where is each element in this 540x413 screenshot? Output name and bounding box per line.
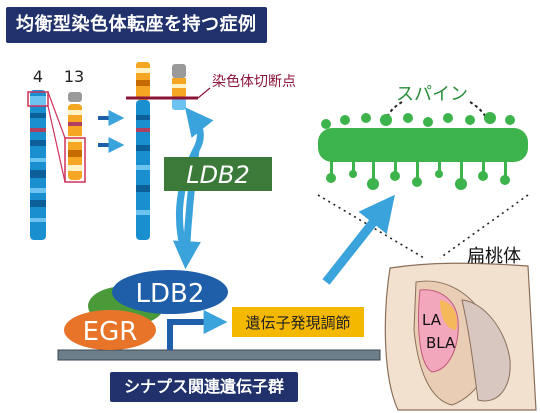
transcription-arrow: [167, 310, 228, 350]
chromosome-13-highlight: [64, 137, 86, 183]
amygdala-title: 扁桃体: [467, 246, 521, 267]
amygdala-section: [384, 262, 537, 411]
chromosome-13-label: 13: [64, 67, 84, 86]
egr-protein: [64, 310, 156, 350]
bottom-banner: シナプス関連遺伝子群: [110, 372, 299, 402]
chromosome-4-label: 4: [33, 67, 43, 86]
amygdala-la-label: LA: [422, 311, 442, 329]
zoom-lines: [47, 91, 66, 183]
derivative-chromosome-2: [172, 64, 186, 110]
chromosome-13: [68, 92, 82, 180]
chromosome-4-highlight: [27, 91, 49, 107]
chromosome-4: [30, 90, 46, 240]
regulation-to-spine-arrow: [322, 194, 395, 285]
ldb2-protein: [112, 270, 228, 314]
dendrite-with-spines: [318, 112, 528, 190]
title-banner: 均衡型染色体転座を持つ症例: [6, 7, 267, 43]
breakpoint-label: 染色体切断点: [212, 73, 296, 90]
ldb2-protein-label: LDB2: [136, 279, 205, 309]
derivative-chromosome-1: [136, 62, 150, 240]
ldb2-arrow-label: LDB2: [186, 161, 250, 189]
ldb2-arrow-label-box: [164, 157, 272, 191]
expression-box-label: 遺伝子発現調節: [245, 314, 350, 332]
amygdala-bla-label: BLA: [426, 334, 456, 352]
breakpoint-leader: [197, 87, 211, 99]
spine-label-leaders: [385, 101, 489, 121]
spine-label: スパイン: [396, 84, 468, 105]
egr-protein-label: EGR: [83, 317, 138, 347]
expression-box: [232, 307, 364, 337]
dna-strand: [57, 349, 381, 361]
